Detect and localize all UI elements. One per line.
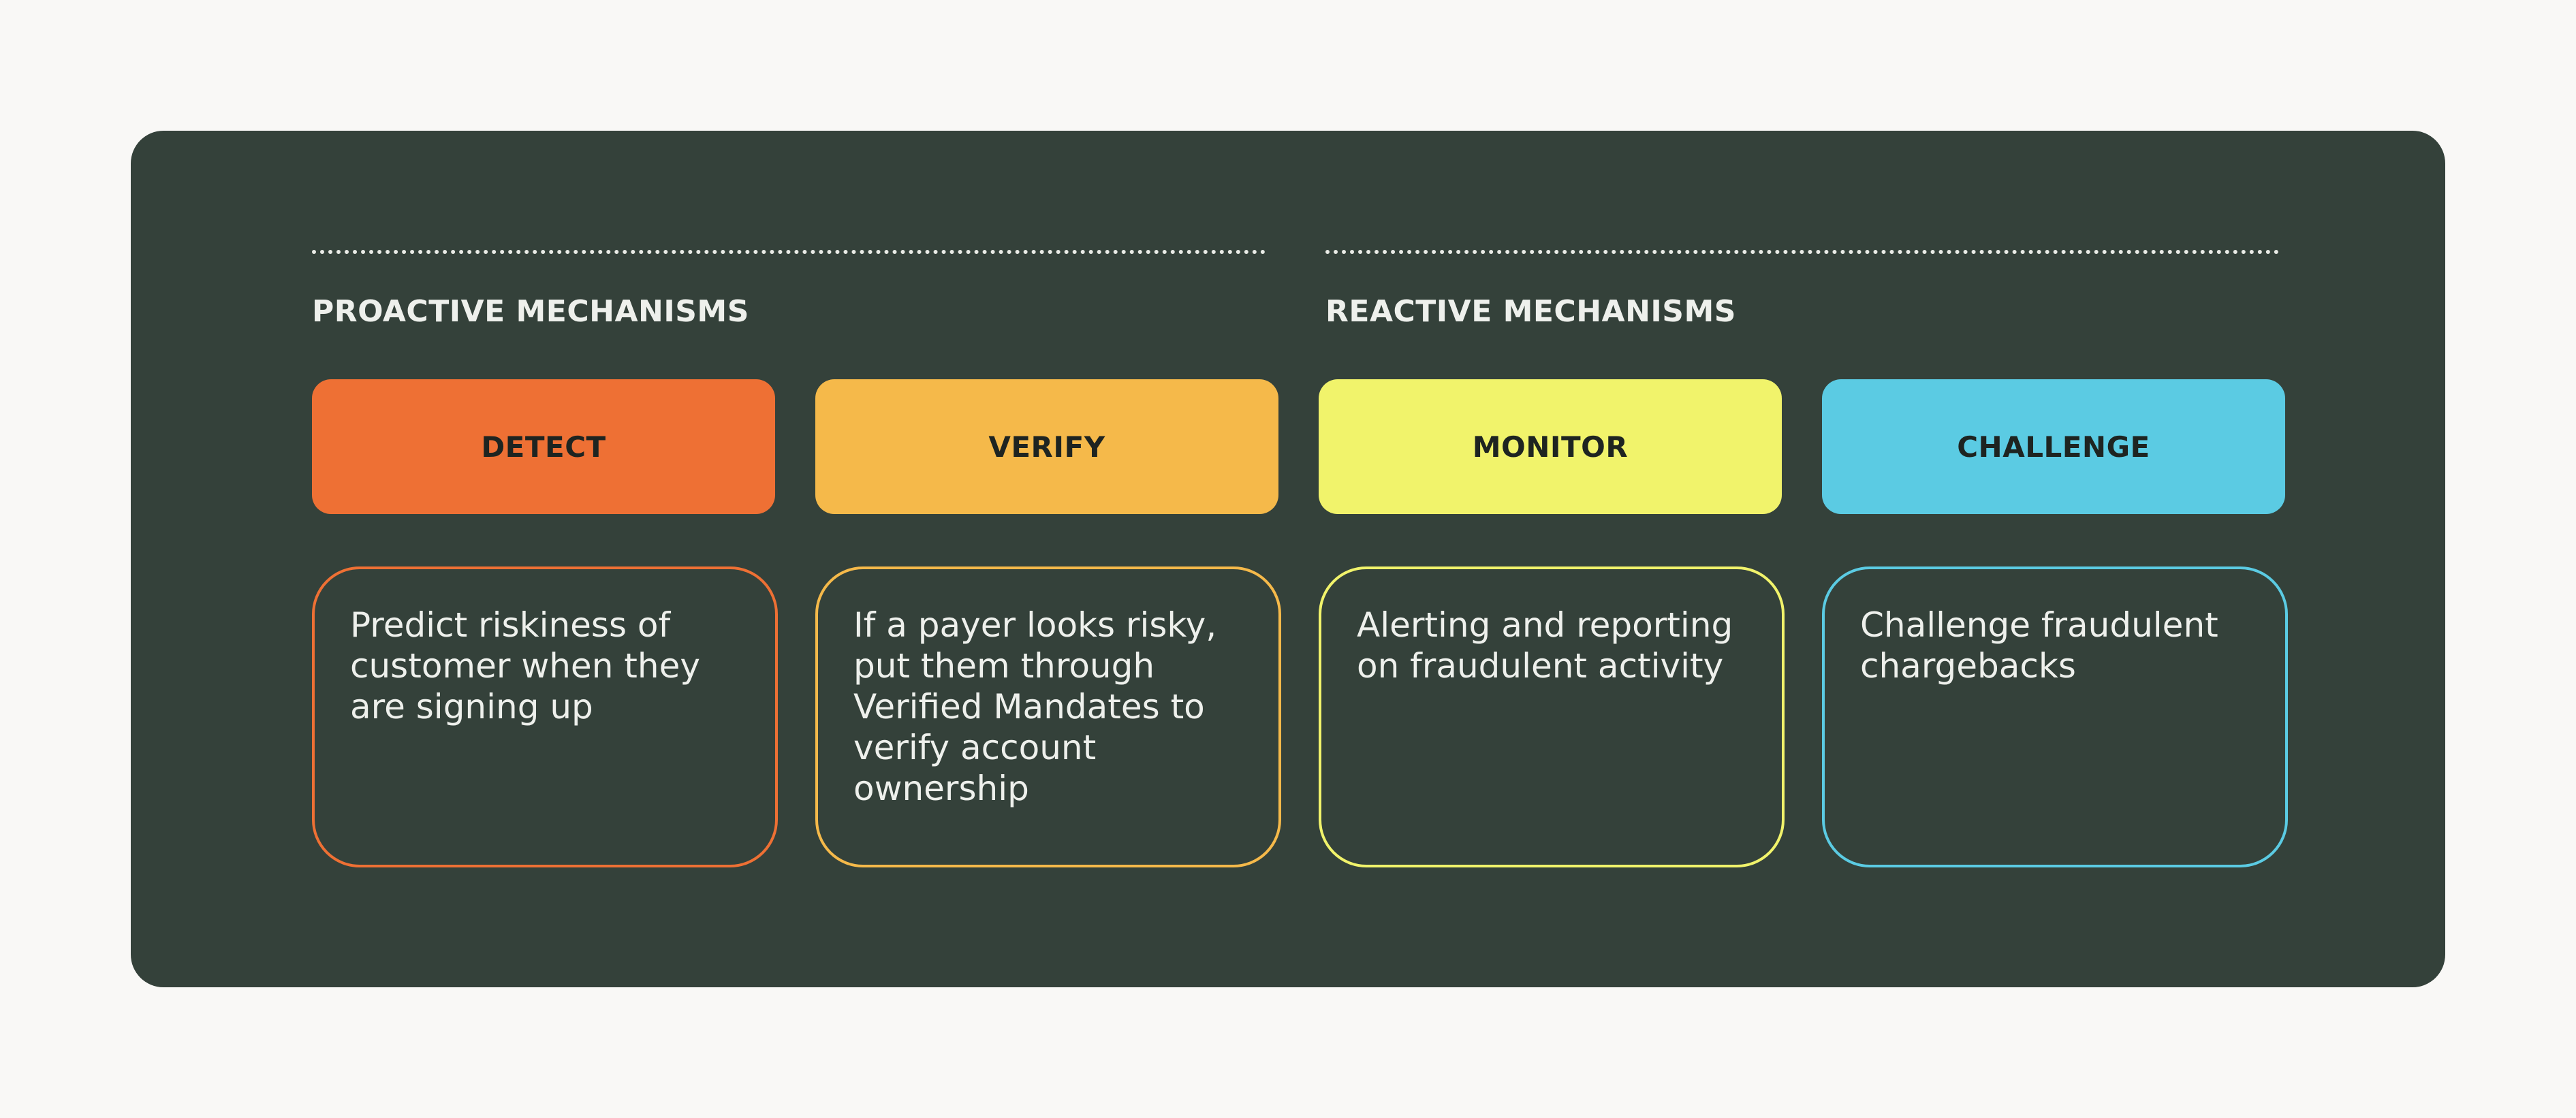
mechanisms-panel bbox=[131, 131, 2445, 987]
proactive-divider bbox=[312, 250, 1266, 259]
proactive-mechanisms-heading: PROACTIVE MECHANISMS bbox=[312, 294, 749, 329]
reactive-divider bbox=[1325, 250, 2279, 259]
challenge-description: Challenge fraudulent chargebacks bbox=[1860, 605, 2218, 686]
challenge-description-card: Challenge fraudulent chargebacks bbox=[1822, 566, 2288, 867]
stage-challenge: CHALLENGE bbox=[1822, 379, 2285, 514]
detect-description-card: Predict riskiness of customer when they … bbox=[312, 566, 778, 867]
verify-description: If a payer looks risky, put them through… bbox=[853, 605, 1217, 808]
stage-monitor: MONITOR bbox=[1319, 379, 1782, 514]
monitor-description: Alerting and reporting on fraudulent act… bbox=[1357, 605, 1733, 686]
stage-verify: VERIFY bbox=[815, 379, 1278, 514]
verify-description-card: If a payer looks risky, put them through… bbox=[815, 566, 1281, 867]
detect-description: Predict riskiness of customer when they … bbox=[350, 605, 700, 726]
monitor-description-card: Alerting and reporting on fraudulent act… bbox=[1319, 566, 1785, 867]
reactive-mechanisms-heading: REACTIVE MECHANISMS bbox=[1325, 294, 1736, 329]
stage-detect: DETECT bbox=[312, 379, 775, 514]
